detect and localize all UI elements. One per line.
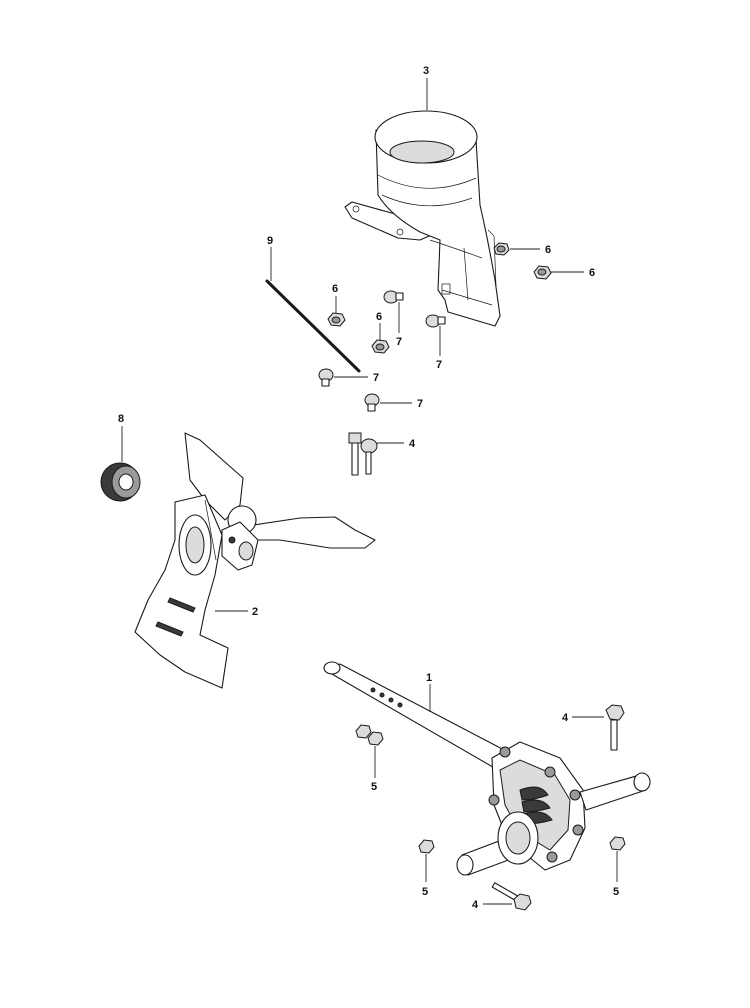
part-1-shaft-gearbox — [323, 661, 651, 876]
part-5-nut-lower-left — [418, 839, 435, 854]
part-4-bolt-right — [605, 704, 625, 751]
callout-7c: 7 — [373, 372, 379, 384]
part-2-impeller — [134, 432, 376, 689]
part-7-bolt-c — [318, 368, 334, 387]
callout-5a: 5 — [371, 781, 377, 793]
callout-4c: 4 — [472, 899, 479, 911]
part-8-bearing — [100, 462, 141, 502]
callout-7d: 7 — [417, 398, 423, 410]
part-6-nut-left-lower — [371, 339, 390, 354]
part-5-nuts-pair — [355, 724, 384, 746]
part-6-nut-right-lower — [533, 265, 552, 280]
part-6-nut-left-upper — [327, 312, 346, 327]
callout-3: 3 — [423, 65, 429, 77]
part-7-bolt-d — [364, 393, 380, 412]
callout-6c: 6 — [332, 283, 338, 295]
callout-8: 8 — [118, 413, 124, 425]
callout-6b: 6 — [589, 267, 595, 279]
callout-4b: 4 — [562, 712, 569, 724]
callout-7a: 7 — [396, 336, 402, 348]
callout-5c: 5 — [613, 886, 619, 898]
callout-2: 2 — [252, 606, 258, 618]
callout-6a: 6 — [545, 244, 551, 256]
part-3-discharge-chute — [344, 110, 501, 327]
part-6-nut-right-upper — [493, 242, 510, 256]
callout-9: 9 — [267, 235, 273, 247]
callout-5b: 5 — [422, 886, 428, 898]
part-5-nut-lower-right — [609, 836, 626, 851]
part-7-bolt-a — [383, 290, 404, 304]
callout-4a: 4 — [409, 438, 416, 450]
part-4-bolt-upper — [348, 432, 378, 476]
callout-6d: 6 — [376, 311, 382, 323]
part-4-bolt-bottom — [491, 882, 532, 911]
callout-1: 1 — [426, 672, 432, 684]
part-7-bolt-b — [425, 314, 446, 328]
part-9-rod — [265, 279, 361, 373]
callout-7b: 7 — [436, 359, 442, 371]
